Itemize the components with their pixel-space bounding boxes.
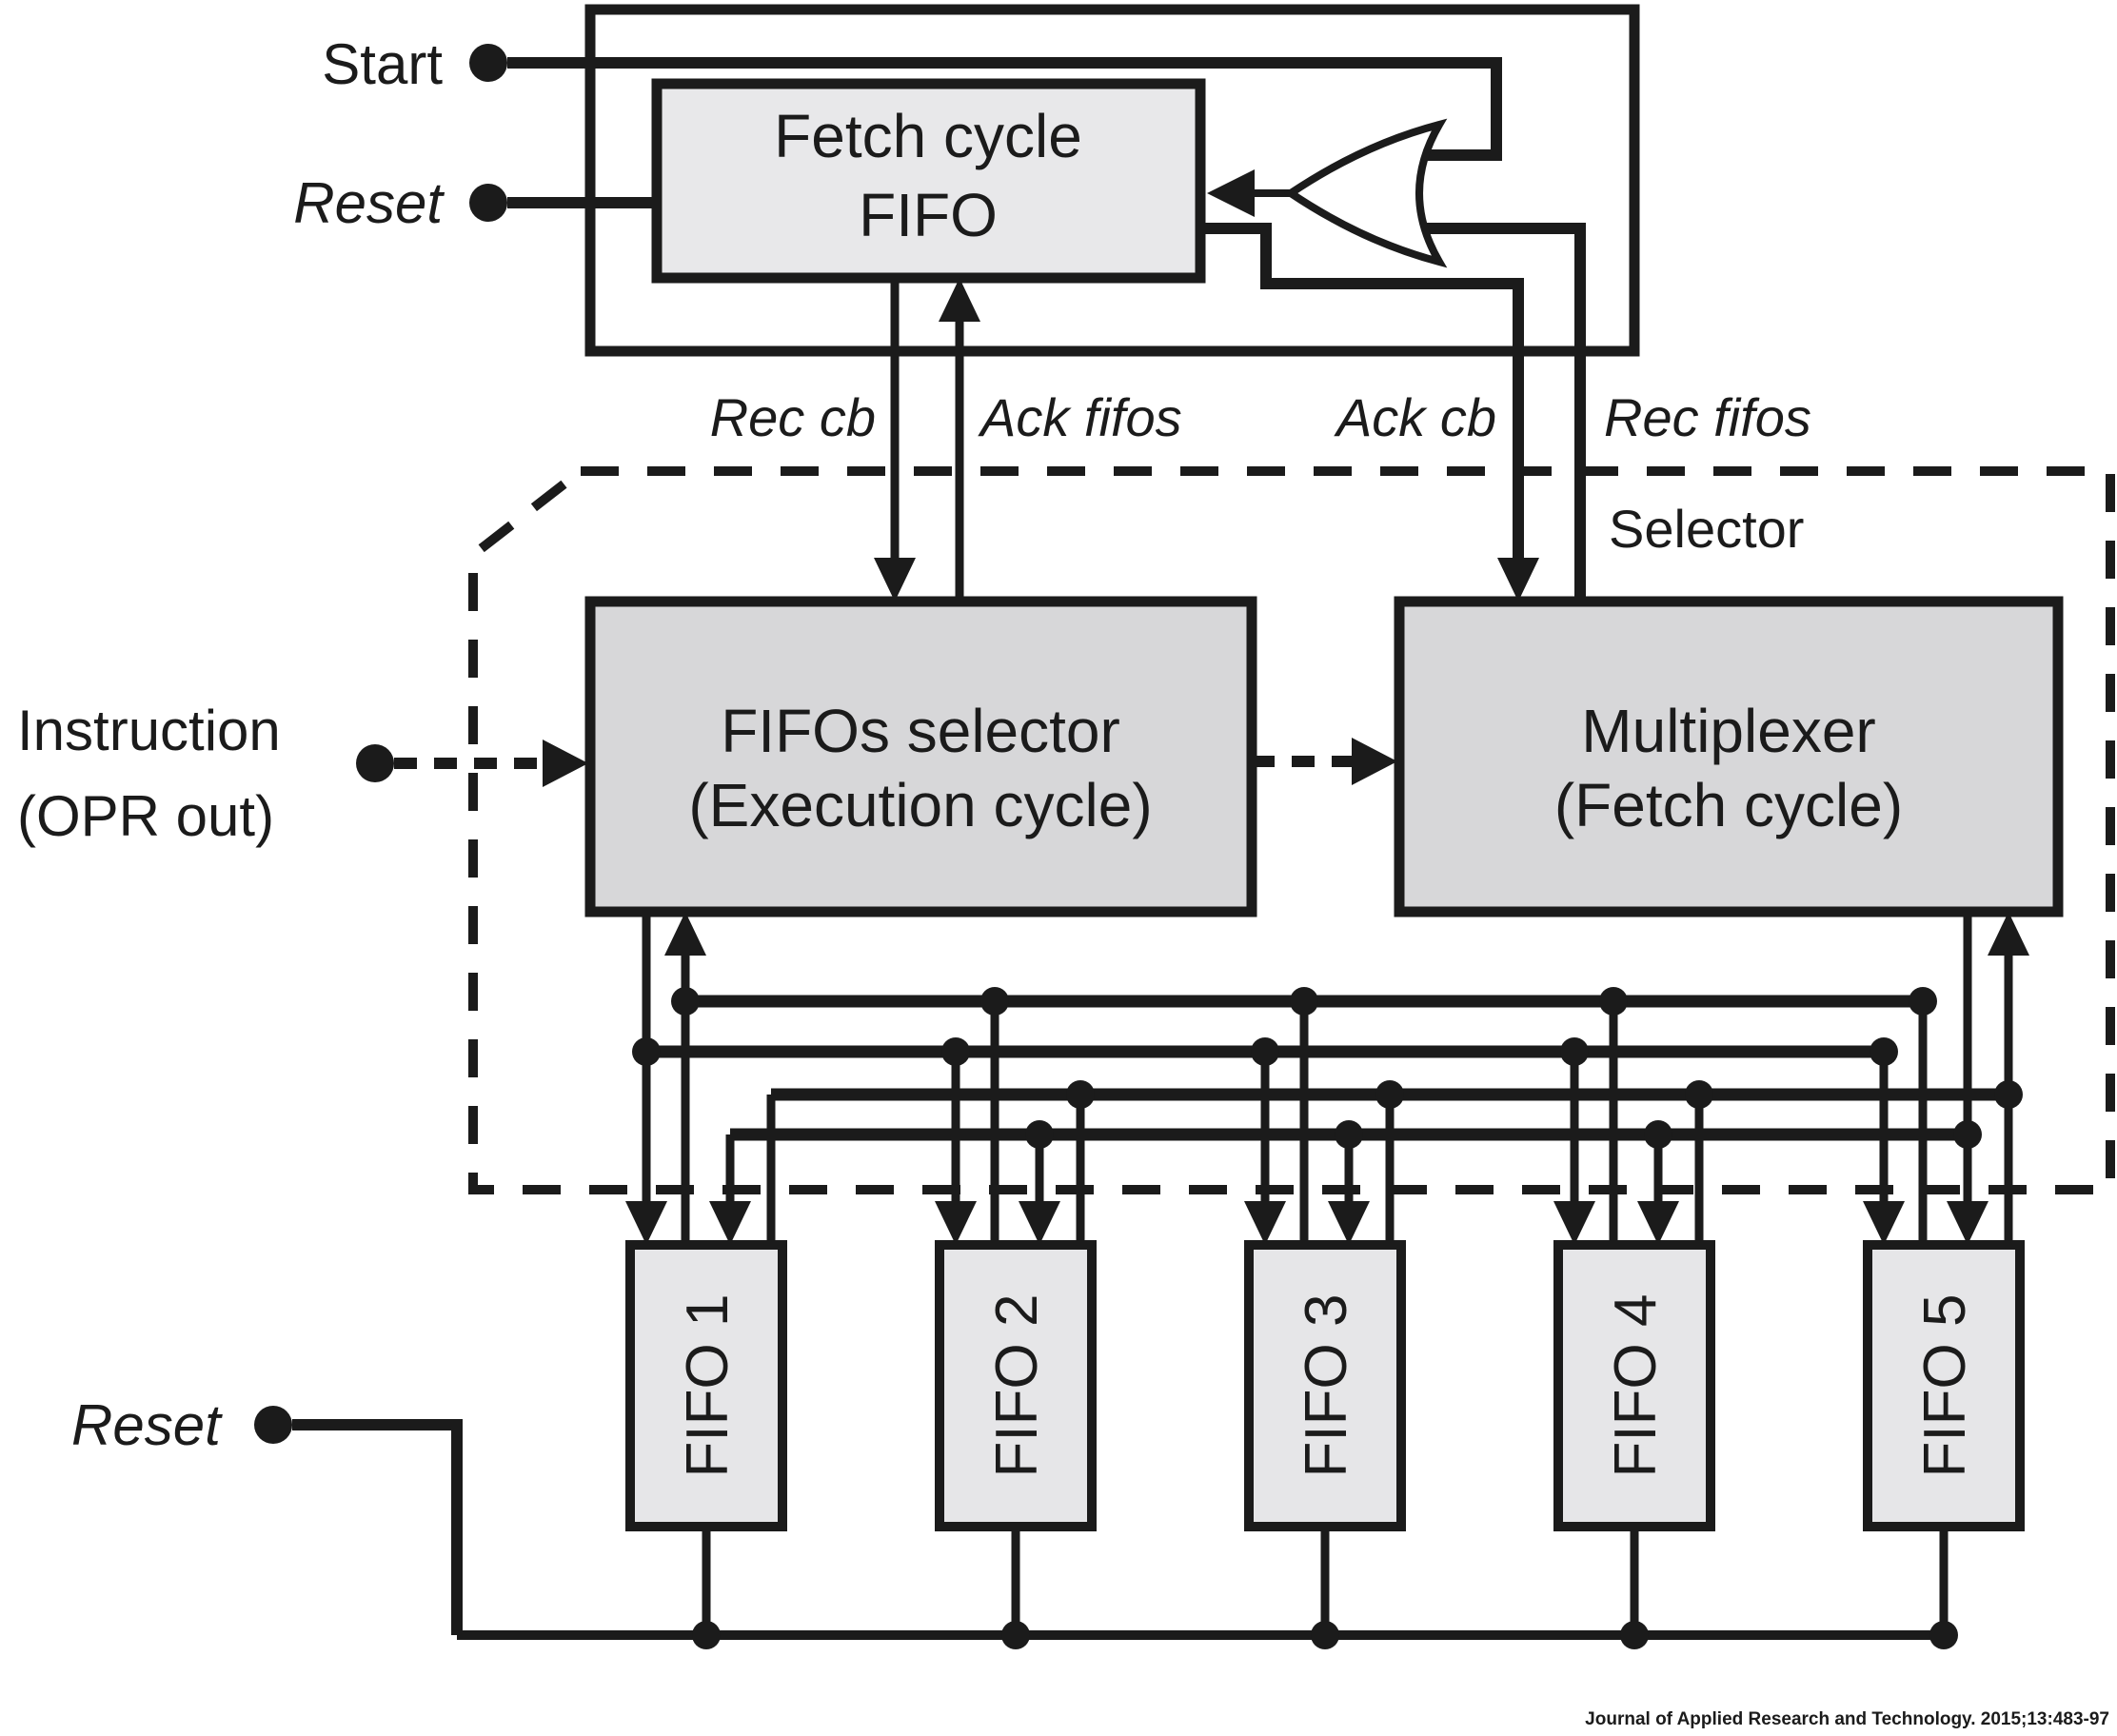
or-gate-icon: [1283, 118, 1448, 268]
junction-dot: [1620, 1621, 1649, 1649]
junction-dot: [632, 1037, 661, 1066]
junction-dot: [1066, 1080, 1095, 1109]
fifo1-write-arrowhead-icon: [625, 1201, 667, 1245]
fifos-selector-label-line2: (Execution cycle): [688, 771, 1152, 839]
instruction-terminal-dot: [356, 744, 394, 782]
journal-citation: Journal of Applied Research and Technolo…: [1585, 1709, 2109, 1729]
rec-fifos-wire: [1420, 223, 1586, 606]
junction-dot: [1644, 1120, 1672, 1149]
instruction-label-line1: Instruction: [17, 699, 281, 762]
fifo2-label: FIFO 2: [984, 1294, 1050, 1478]
rec-cb-label: Rec cb: [710, 387, 876, 447]
fifo1-taps-group: [625, 912, 776, 1245]
junction-dot: [671, 987, 700, 1016]
multiplexer-label-line2: (Fetch cycle): [1554, 771, 1903, 839]
junction-dot: [1929, 1621, 1958, 1649]
fifo5-label: FIFO 5: [1912, 1294, 1978, 1478]
ack-cb-wire: [1200, 223, 1524, 558]
junction-dot: [1560, 1037, 1589, 1066]
reset-bus-group: Reset: [71, 1393, 1958, 1649]
fifo2-taps-group: [935, 987, 1095, 1245]
reset-bottom-terminal-dot: [254, 1406, 292, 1444]
fifos-selector-label-line1: FIFOs selector: [721, 697, 1120, 765]
control-block-outline: [584, 4, 1640, 357]
junction-dot: [1909, 987, 1937, 1016]
fifo4-taps-group: [1553, 987, 1713, 1245]
reset-bottom-wire: [292, 1419, 463, 1635]
start-wire: [507, 57, 1502, 161]
junction-dot: [1599, 987, 1628, 1016]
rec-fifos-label: Rec fifos: [1604, 387, 1811, 447]
junction-dot: [1001, 1621, 1030, 1649]
junction-dot: [1290, 987, 1318, 1016]
fifo-boxes-group: FIFO 1 FIFO 2 FIFO 3 FIFO 4 FIFO 5: [625, 1240, 2025, 1531]
junction-dot: [1251, 1037, 1279, 1066]
junction-dot: [1025, 1120, 1054, 1149]
junction-dot: [980, 987, 1009, 1016]
multiplexer-box: [1394, 596, 2064, 917]
fifo3-read-arrowhead-icon: [1328, 1201, 1370, 1245]
or-gate-output-arrowhead-icon: [1207, 169, 1255, 217]
fifo5-box: [1863, 1240, 2025, 1531]
fifo1-ack-arrowhead-icon: [664, 912, 706, 956]
selector-region-group: Selector FIFOs selector (Execution cycle…: [468, 466, 2115, 1194]
fifo4-read-arrowhead-icon: [1637, 1201, 1679, 1245]
selector-region-label: Selector: [1609, 499, 1804, 559]
rec-cb-arrowhead-icon: [874, 558, 916, 602]
ack-fifos-arrowhead-icon: [939, 278, 980, 322]
control-block-group: Start Reset Fetch cycle FIFO: [293, 4, 1640, 606]
start-input-label: Start: [322, 32, 443, 96]
fifo1-label: FIFO 1: [675, 1294, 741, 1478]
mux-data-arrowhead-icon: [1988, 912, 2029, 956]
fifo1-read-arrowhead-icon: [709, 1201, 751, 1245]
fifo5-read-arrowhead-icon: [1947, 1201, 1988, 1245]
junction-dot: [941, 1037, 970, 1066]
junction-dot: [1335, 1120, 1363, 1149]
handshake-wires-group: Rec cb Ack fifos Ack cb Rec fifos: [710, 278, 1811, 602]
fifo5-taps-group: [1863, 912, 2029, 1245]
fifo2-write-arrowhead-icon: [935, 1201, 977, 1245]
junction-dot: [1994, 1080, 2023, 1109]
junction-dot: [692, 1621, 721, 1649]
fifo4-label: FIFO 4: [1603, 1294, 1669, 1478]
fifo3-taps-group: [1244, 987, 1404, 1245]
ack-cb-arrowhead-icon: [1497, 558, 1539, 602]
junction-dot: [1685, 1080, 1713, 1109]
fifo1-box: [625, 1240, 787, 1531]
fetch-fifo-label-line2: FIFO: [859, 181, 998, 249]
start-terminal-dot: [469, 44, 507, 82]
fetch-fifo-label-line1: Fetch cycle: [774, 102, 1082, 170]
fifo5-write-arrowhead-icon: [1863, 1201, 1905, 1245]
ack-cb-label: Ack cb: [1334, 387, 1496, 447]
instruction-arrowhead-icon: [543, 740, 588, 787]
reset-top-terminal-dot: [469, 184, 507, 222]
bus-wires-group: [646, 995, 2008, 1141]
selector-to-mux-arrowhead-icon: [1352, 738, 1397, 785]
multiplexer-label-line1: Multiplexer: [1581, 697, 1875, 765]
fifo3-write-arrowhead-icon: [1244, 1201, 1286, 1245]
ack-fifos-label: Ack fifos: [978, 387, 1182, 447]
fifo4-write-arrowhead-icon: [1553, 1201, 1595, 1245]
junction-dot: [1953, 1120, 1982, 1149]
instruction-label-line2: (OPR out): [17, 784, 274, 848]
junction-dot: [1870, 1037, 1898, 1066]
selector-region-boundary: [468, 466, 2115, 1194]
fifo3-box: [1244, 1240, 1406, 1531]
fetch-cycle-fifo-box: [651, 78, 1206, 284]
reset-top-label: Reset: [293, 171, 445, 235]
fifo3-label: FIFO 3: [1294, 1294, 1359, 1478]
reset-bottom-label: Reset: [71, 1393, 223, 1457]
fifo2-box: [935, 1240, 1097, 1531]
junction-dot: [1311, 1621, 1339, 1649]
fifo2-read-arrowhead-icon: [1019, 1201, 1060, 1245]
instruction-input-group: Instruction (OPR out): [17, 699, 588, 848]
junction-dot: [1375, 1080, 1404, 1109]
